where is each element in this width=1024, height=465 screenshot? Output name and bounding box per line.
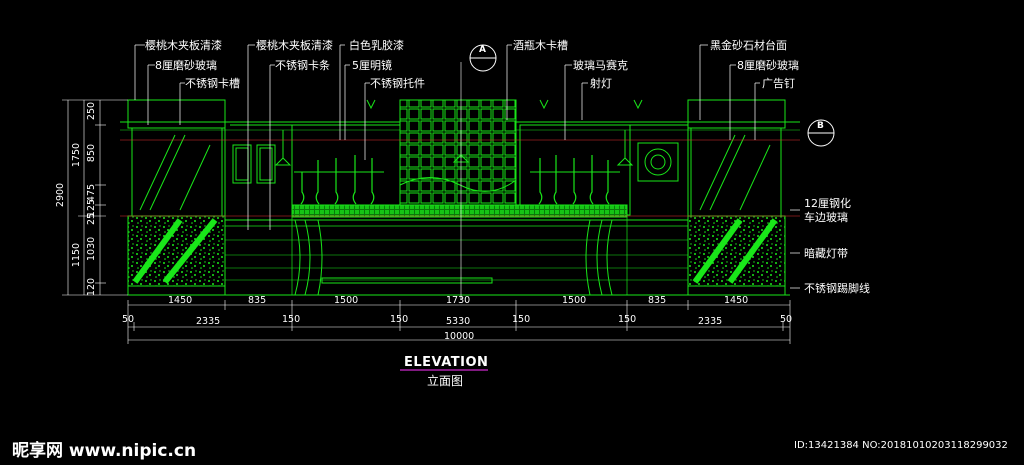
callout-white-latex-paint: 白色乳胶漆 xyxy=(349,39,404,52)
callout-cherry-veneer-1: 樱桃木夹板清漆 xyxy=(145,39,222,52)
callout-glass-mosaic: 玻璃马赛克 xyxy=(573,59,628,72)
dim-inner-850: 850 xyxy=(86,143,97,163)
callout-tempered-glass-line2: 车边玻璃 xyxy=(804,211,848,224)
dim-inner-250: 250 xyxy=(86,101,97,121)
dim-row2-150-c: 150 xyxy=(512,314,531,325)
dim-row2-2335-left: 2335 xyxy=(196,316,221,327)
dim-inner-120: 120 xyxy=(86,277,97,297)
dim-total-width: 10000 xyxy=(444,331,475,342)
callout-black-granite-top: 黑金砂石材台面 xyxy=(710,39,787,52)
callout-steel-skirting: 不锈钢踢脚线 xyxy=(804,282,870,295)
section-marker-b: B xyxy=(817,121,824,131)
callout-spotlight: 射灯 xyxy=(590,77,612,90)
dim-row2-150-a: 150 xyxy=(282,314,301,325)
dim-row2-2335-right: 2335 xyxy=(698,316,723,327)
dim-row1-1500-left: 1500 xyxy=(334,295,359,306)
callout-steel-bracket: 不锈钢托件 xyxy=(370,77,425,90)
dim-row2-50-right: 50 xyxy=(780,314,793,325)
callout-frosted-glass-8mm-left: 8厘磨砂玻璃 xyxy=(155,59,217,72)
watermark-id: ID:13421384 NO:20181010203118299032 xyxy=(794,440,1008,451)
callout-mirror-5mm: 5厘明镜 xyxy=(352,59,392,72)
dim-height-lower: 1150 xyxy=(71,242,82,268)
dim-row2-50-left: 50 xyxy=(122,314,135,325)
dim-row1-1730: 1730 xyxy=(446,295,471,306)
dim-inner-1030: 1030 xyxy=(86,236,97,261)
callout-steel-strip: 不锈钢卡条 xyxy=(275,59,330,72)
callout-tempered-glass-line1: 12厘钢化 xyxy=(804,197,851,210)
dim-inner-25: 25 xyxy=(86,212,97,226)
watermark-logo: 昵享网 www.nipic.cn xyxy=(12,441,197,461)
callout-wine-rack: 酒瓶木卡槽 xyxy=(513,39,568,52)
dim-row1-1500-right: 1500 xyxy=(562,295,587,306)
dim-height-upper: 1750 xyxy=(71,142,82,168)
dim-height-total: 2900 xyxy=(55,182,66,208)
callout-hidden-light-strip: 暗藏灯带 xyxy=(804,247,848,260)
callout-steel-channel: 不锈钢卡槽 xyxy=(185,77,240,90)
callout-cherry-veneer-2: 樱桃木夹板清漆 xyxy=(256,39,333,52)
dim-row2-150-d: 150 xyxy=(618,314,637,325)
callout-frosted-glass-8mm-right: 8厘磨砂玻璃 xyxy=(737,59,799,72)
callout-standoff: 广告钉 xyxy=(762,77,795,90)
dim-row1-835-left: 835 xyxy=(248,295,267,306)
dim-row2-150-b: 150 xyxy=(390,314,409,325)
dim-row1-1450-right: 1450 xyxy=(724,295,749,306)
drawing-subtitle: 立面图 xyxy=(427,374,464,388)
section-marker-a: A xyxy=(479,45,486,55)
dim-row1-835-right: 835 xyxy=(648,295,667,306)
dim-row2-5330: 5330 xyxy=(446,316,471,327)
dim-row1-1450-left: 1450 xyxy=(168,295,193,306)
drawing-title: ELEVATION xyxy=(404,355,489,370)
